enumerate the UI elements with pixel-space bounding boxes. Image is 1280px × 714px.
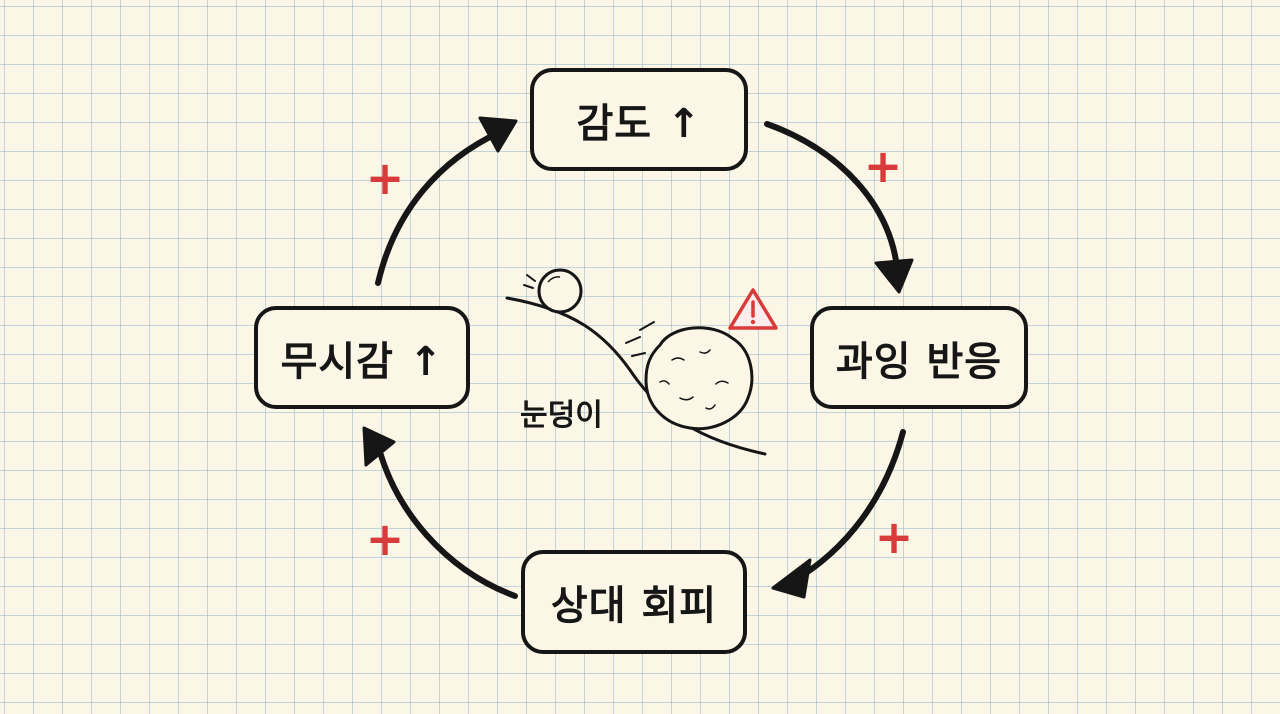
arrow-top-to-right [764, 121, 900, 271]
arrow-right-to-bottom [792, 429, 906, 583]
arrowhead-bottom [771, 558, 812, 599]
arrow-left-to-top [375, 129, 503, 286]
node-partner-avoidance: 상대 회피 [521, 550, 747, 654]
plus-sign-bottom-left: + [365, 512, 405, 566]
arrowhead-top [478, 116, 518, 153]
node-feeling-ignored-up: 무시감 ↑ [254, 306, 470, 409]
plus-sign-bottom-right: + [874, 510, 914, 564]
arrow-bottom-to-left [375, 442, 518, 599]
node-overreaction: 과잉 반응 [810, 306, 1028, 409]
big-snowball [644, 326, 754, 431]
warning-triangle-icon [728, 288, 778, 330]
node-sensitivity-up: 감도 ↑ [530, 68, 748, 171]
arrowhead-left [362, 426, 396, 467]
arrowhead-right [874, 258, 914, 294]
snowball-label: 눈덩이 [520, 398, 603, 433]
plus-sign-top-left: + [365, 151, 405, 205]
plus-sign-top-right: + [863, 139, 903, 193]
